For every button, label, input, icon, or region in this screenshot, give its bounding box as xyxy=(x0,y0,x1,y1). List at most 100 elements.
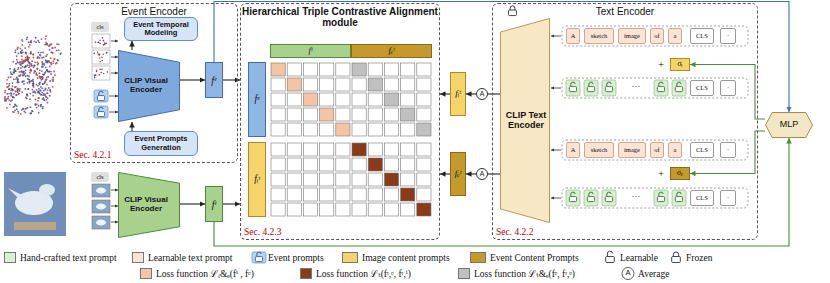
event-stream-figure xyxy=(28,79,30,81)
photo-figure xyxy=(14,222,56,230)
similarity-grid xyxy=(271,123,285,136)
similarity-grid xyxy=(287,158,301,171)
event-stream-figure xyxy=(21,44,23,46)
event-stream-figure xyxy=(56,49,58,51)
event-stream-figure xyxy=(10,89,12,91)
event-patches xyxy=(103,40,105,42)
event-stream-figure xyxy=(17,112,19,114)
event-stream-figure xyxy=(33,40,35,42)
annotation: cls xyxy=(96,173,103,180)
event-stream-figure xyxy=(13,71,15,73)
event-stream-figure xyxy=(46,99,48,101)
node-label: A xyxy=(480,170,485,177)
event-stream-figure xyxy=(20,71,22,73)
shape-outline xyxy=(766,113,813,138)
event-stream-figure xyxy=(15,78,17,80)
event-patches xyxy=(103,73,105,75)
event-stream-figure xyxy=(30,41,32,43)
event-stream-figure xyxy=(26,98,28,100)
node-label: · xyxy=(727,194,729,201)
annotation: ··· xyxy=(632,82,641,92)
event-stream-figure xyxy=(17,78,19,80)
event-stream-figure xyxy=(40,76,42,78)
photo-figure xyxy=(8,188,24,200)
event-stream-figure xyxy=(34,92,36,94)
event-stream-figure xyxy=(52,77,54,79)
prompt-token: a xyxy=(668,142,682,158)
event-stream-figure xyxy=(33,72,35,74)
event-stream-figure xyxy=(16,94,18,96)
event-stream-figure xyxy=(30,68,32,70)
event-stream-figure xyxy=(45,79,47,81)
legend-text: Loss function ℒₜ&ₑ(fᵉ, fᵗ,ᵉ) xyxy=(474,267,575,280)
legend-swatch xyxy=(300,268,312,279)
event-stream-figure xyxy=(24,88,26,90)
similarity-grid xyxy=(401,78,415,91)
event-patches xyxy=(98,42,100,44)
annotation-box: + xyxy=(655,166,667,180)
node-label: CLIP Visual Encoder xyxy=(121,77,171,95)
event-stream-figure xyxy=(43,99,45,101)
similarity-grid xyxy=(320,123,334,136)
node-label: sketch xyxy=(591,32,608,39)
legend-icon-space xyxy=(622,268,638,279)
panel-title: Text Encoder xyxy=(493,6,757,17)
event-stream-figure xyxy=(51,47,53,49)
event-stream-figure xyxy=(22,62,24,64)
event-stream-figure xyxy=(37,100,39,102)
event-stream-figure xyxy=(45,61,47,63)
open-lock-icon xyxy=(606,251,615,262)
event-stream-figure xyxy=(39,54,41,56)
event-stream-figure xyxy=(31,65,33,67)
event-stream-figure xyxy=(30,112,32,114)
event-stream-figure xyxy=(15,63,17,65)
similarity-grid xyxy=(401,203,415,216)
node-label: of xyxy=(654,146,659,153)
open-lock-icon xyxy=(605,82,612,91)
legend-text: Event prompts xyxy=(268,253,324,263)
average-circle: A xyxy=(476,168,488,180)
prompt-token: sketch xyxy=(584,28,614,44)
event-stream-figure xyxy=(15,50,17,52)
open-lock-icon xyxy=(587,82,594,91)
similarity-grid xyxy=(417,143,431,156)
event-stream-figure xyxy=(33,66,35,68)
open-lock-icon xyxy=(571,192,575,197)
prompt-token: CLS xyxy=(690,142,714,158)
event-stream-figure xyxy=(13,69,15,71)
event-stream-figure xyxy=(52,79,54,81)
event-stream-figure xyxy=(10,92,12,94)
event-stream-figure xyxy=(30,113,32,115)
event-stream-figure xyxy=(49,80,51,82)
event-stream-figure xyxy=(26,93,28,95)
event-patches xyxy=(94,75,96,77)
event-stream-figure xyxy=(46,70,48,72)
photo-figure xyxy=(39,184,55,196)
node-label: fᵢᵗ xyxy=(455,89,460,99)
event-stream-figure xyxy=(28,88,30,90)
similarity-grid xyxy=(287,78,301,91)
event-stream-figure xyxy=(25,108,27,110)
similarity-grid xyxy=(336,123,350,136)
connector xyxy=(440,173,450,174)
similarity-grid xyxy=(368,93,382,106)
similarity-grid xyxy=(320,93,334,106)
prompt-token: CLS xyxy=(690,190,714,206)
feed-arrow xyxy=(109,96,118,97)
event-patches xyxy=(102,53,104,55)
event-stream-figure xyxy=(39,82,41,84)
event-stream-figure xyxy=(10,71,12,73)
event-stream-figure xyxy=(22,52,24,54)
legend-icons xyxy=(252,252,266,263)
event-stream-figure xyxy=(25,65,27,67)
event-stream-figure xyxy=(43,64,45,66)
legend-icon-space xyxy=(670,252,686,263)
node-label: A xyxy=(480,90,485,97)
similarity-grid xyxy=(384,203,398,216)
event-stream-figure xyxy=(46,61,48,63)
similarity-grid xyxy=(352,143,366,156)
event-stream-figure xyxy=(37,40,39,42)
event-stream-figure xyxy=(47,102,49,104)
feed-arrow xyxy=(111,57,118,58)
similarity-grid xyxy=(271,108,285,121)
